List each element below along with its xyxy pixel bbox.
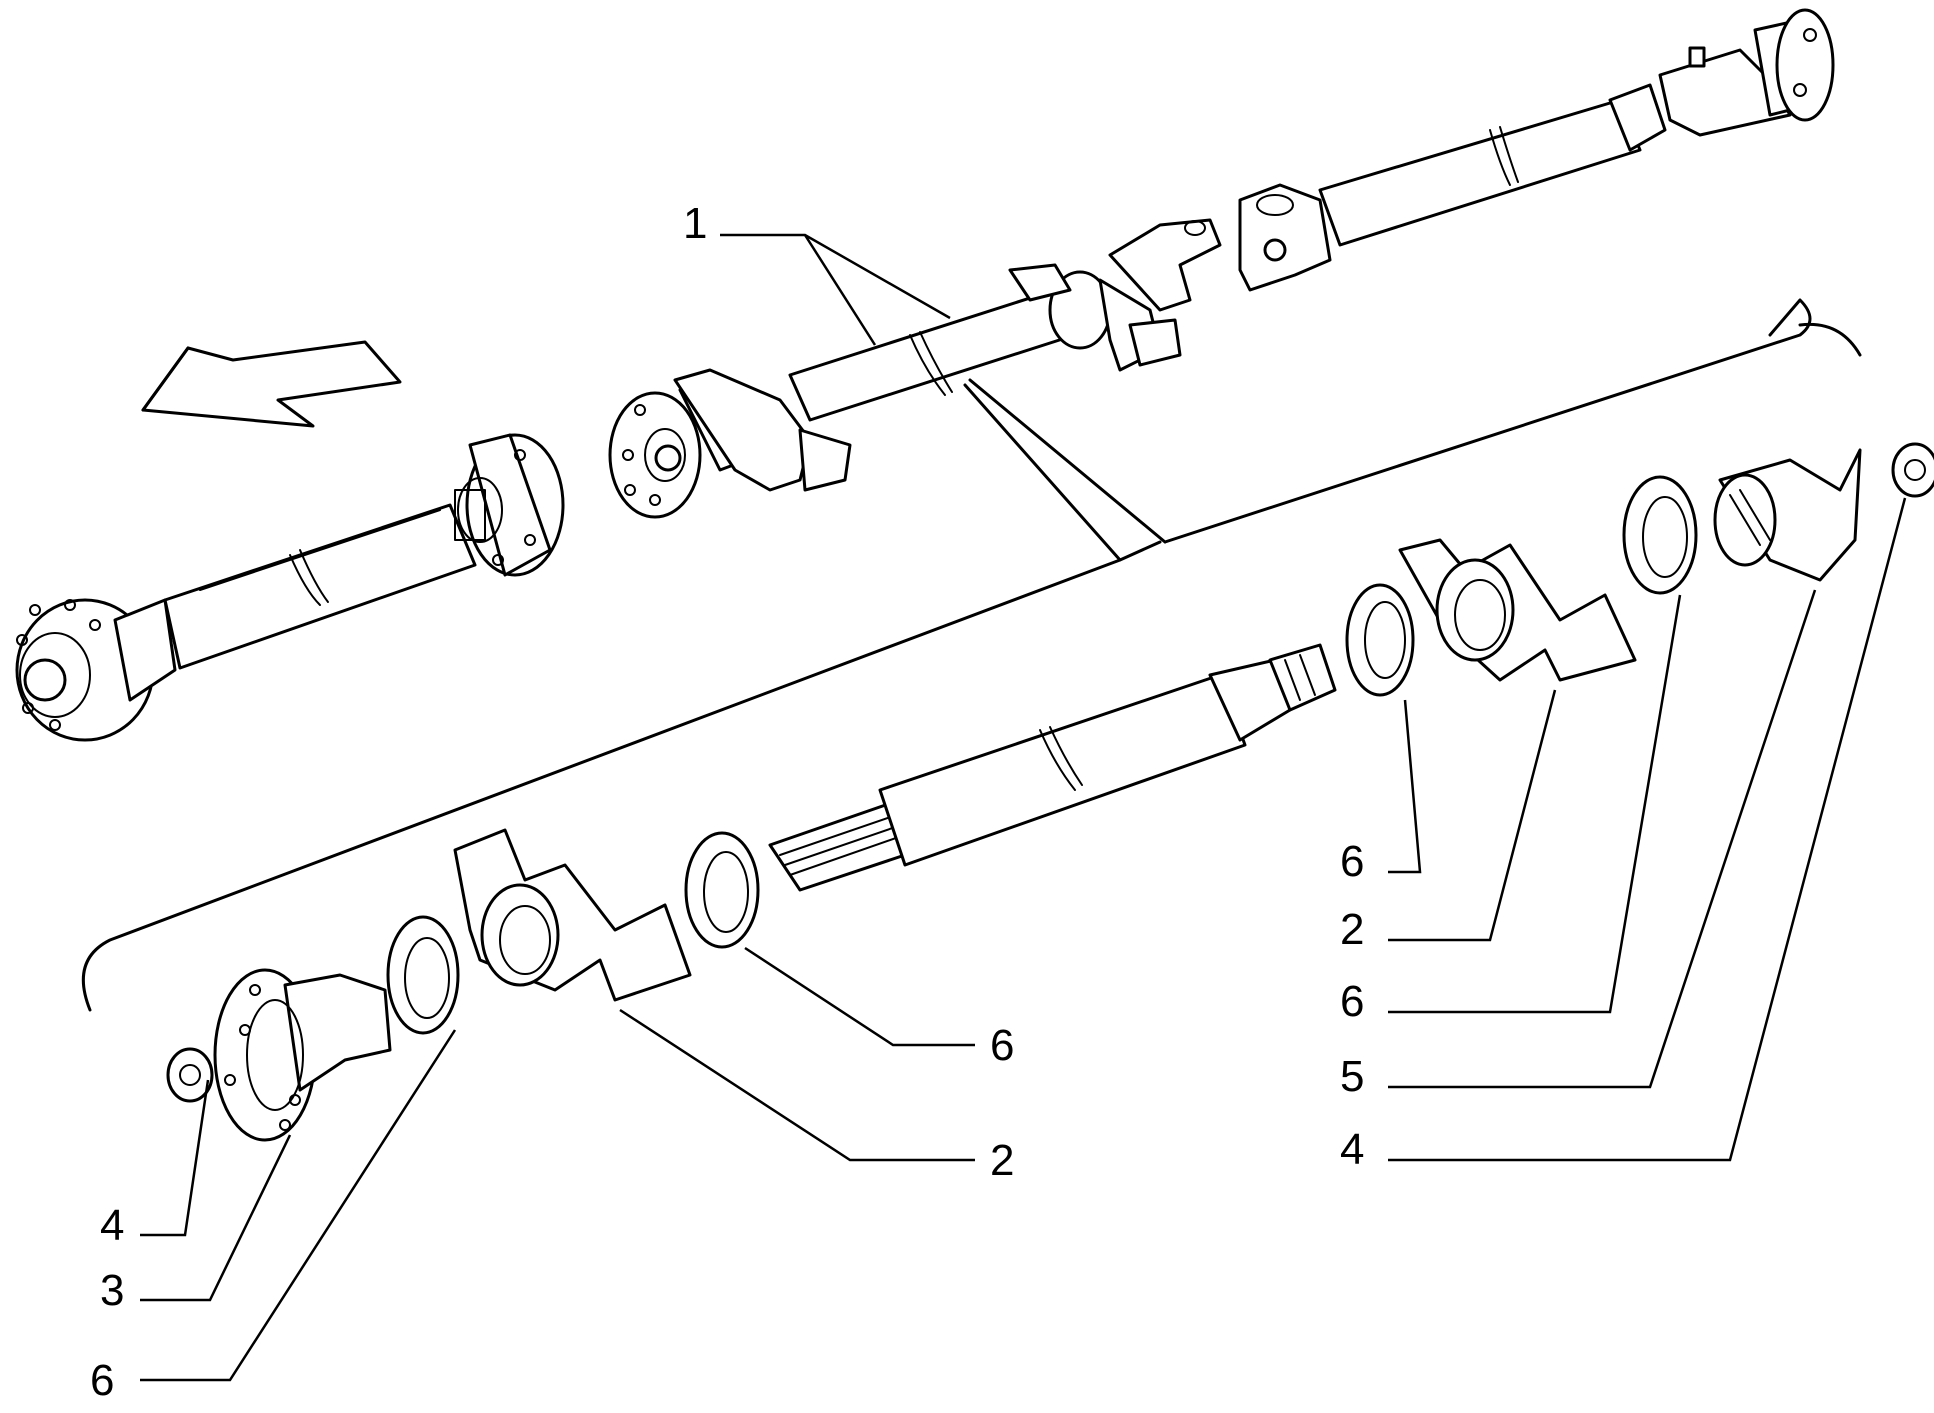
assembled-driveshaft xyxy=(15,8,1835,742)
callout-4: 4 xyxy=(1340,1125,1364,1174)
callout-3: 3 xyxy=(100,1266,124,1315)
callout-2: 2 xyxy=(1340,905,1364,954)
nut-right xyxy=(1891,442,1934,498)
intermediate-shaft xyxy=(768,643,1337,892)
front-parts-group xyxy=(166,828,760,1142)
callout-6: 6 xyxy=(1340,837,1364,886)
callouts: 1 6 2 6 5 4 6 2 4 3 6 xyxy=(90,199,1364,1405)
callout-5: 5 xyxy=(1340,1052,1364,1101)
direction-arrow-icon xyxy=(141,340,402,428)
callout-6: 6 xyxy=(90,1356,114,1405)
callout-6: 6 xyxy=(990,1021,1014,1070)
exploded-view-boundary xyxy=(81,298,1812,1012)
nut-left xyxy=(166,1047,214,1103)
seal-ring-upper xyxy=(1345,583,1415,697)
callout-4: 4 xyxy=(100,1201,124,1250)
callout-6: 6 xyxy=(1340,977,1364,1026)
callout-2: 2 xyxy=(990,1136,1014,1185)
rear-parts-group xyxy=(1345,442,1934,697)
leader-lines xyxy=(140,233,1907,1382)
callout-1: 1 xyxy=(683,199,707,248)
seal-ring-left xyxy=(386,915,460,1035)
